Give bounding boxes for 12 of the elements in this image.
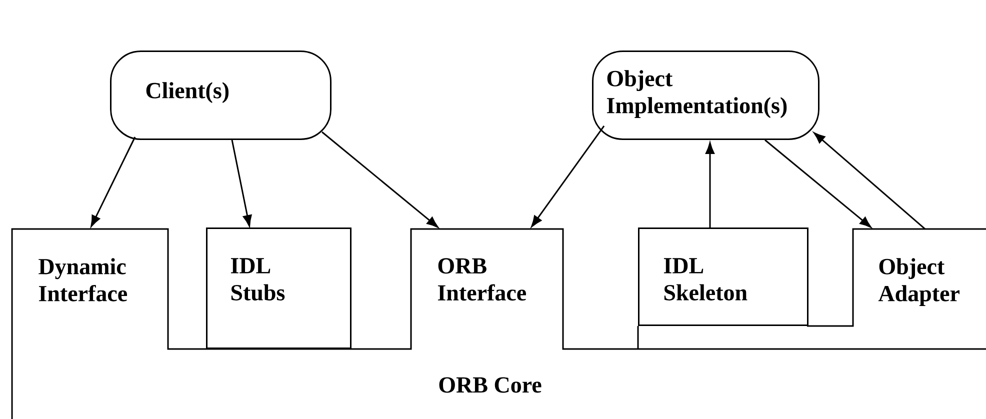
component-label: ORB Interface	[438, 258, 526, 301]
arrow	[322, 131, 438, 228]
arrow	[231, 140, 252, 227]
component-label: Object Adapter	[878, 258, 960, 306]
rounded-box: Object Implementation(s)	[592, 50, 820, 140]
rounded-box: Client(s)	[110, 50, 332, 140]
arrow	[90, 136, 136, 227]
arrow	[531, 126, 605, 228]
arrow	[814, 132, 926, 230]
arrow	[706, 142, 714, 229]
component-label: Dynamic Interface	[38, 258, 127, 302]
arrow	[764, 139, 872, 228]
